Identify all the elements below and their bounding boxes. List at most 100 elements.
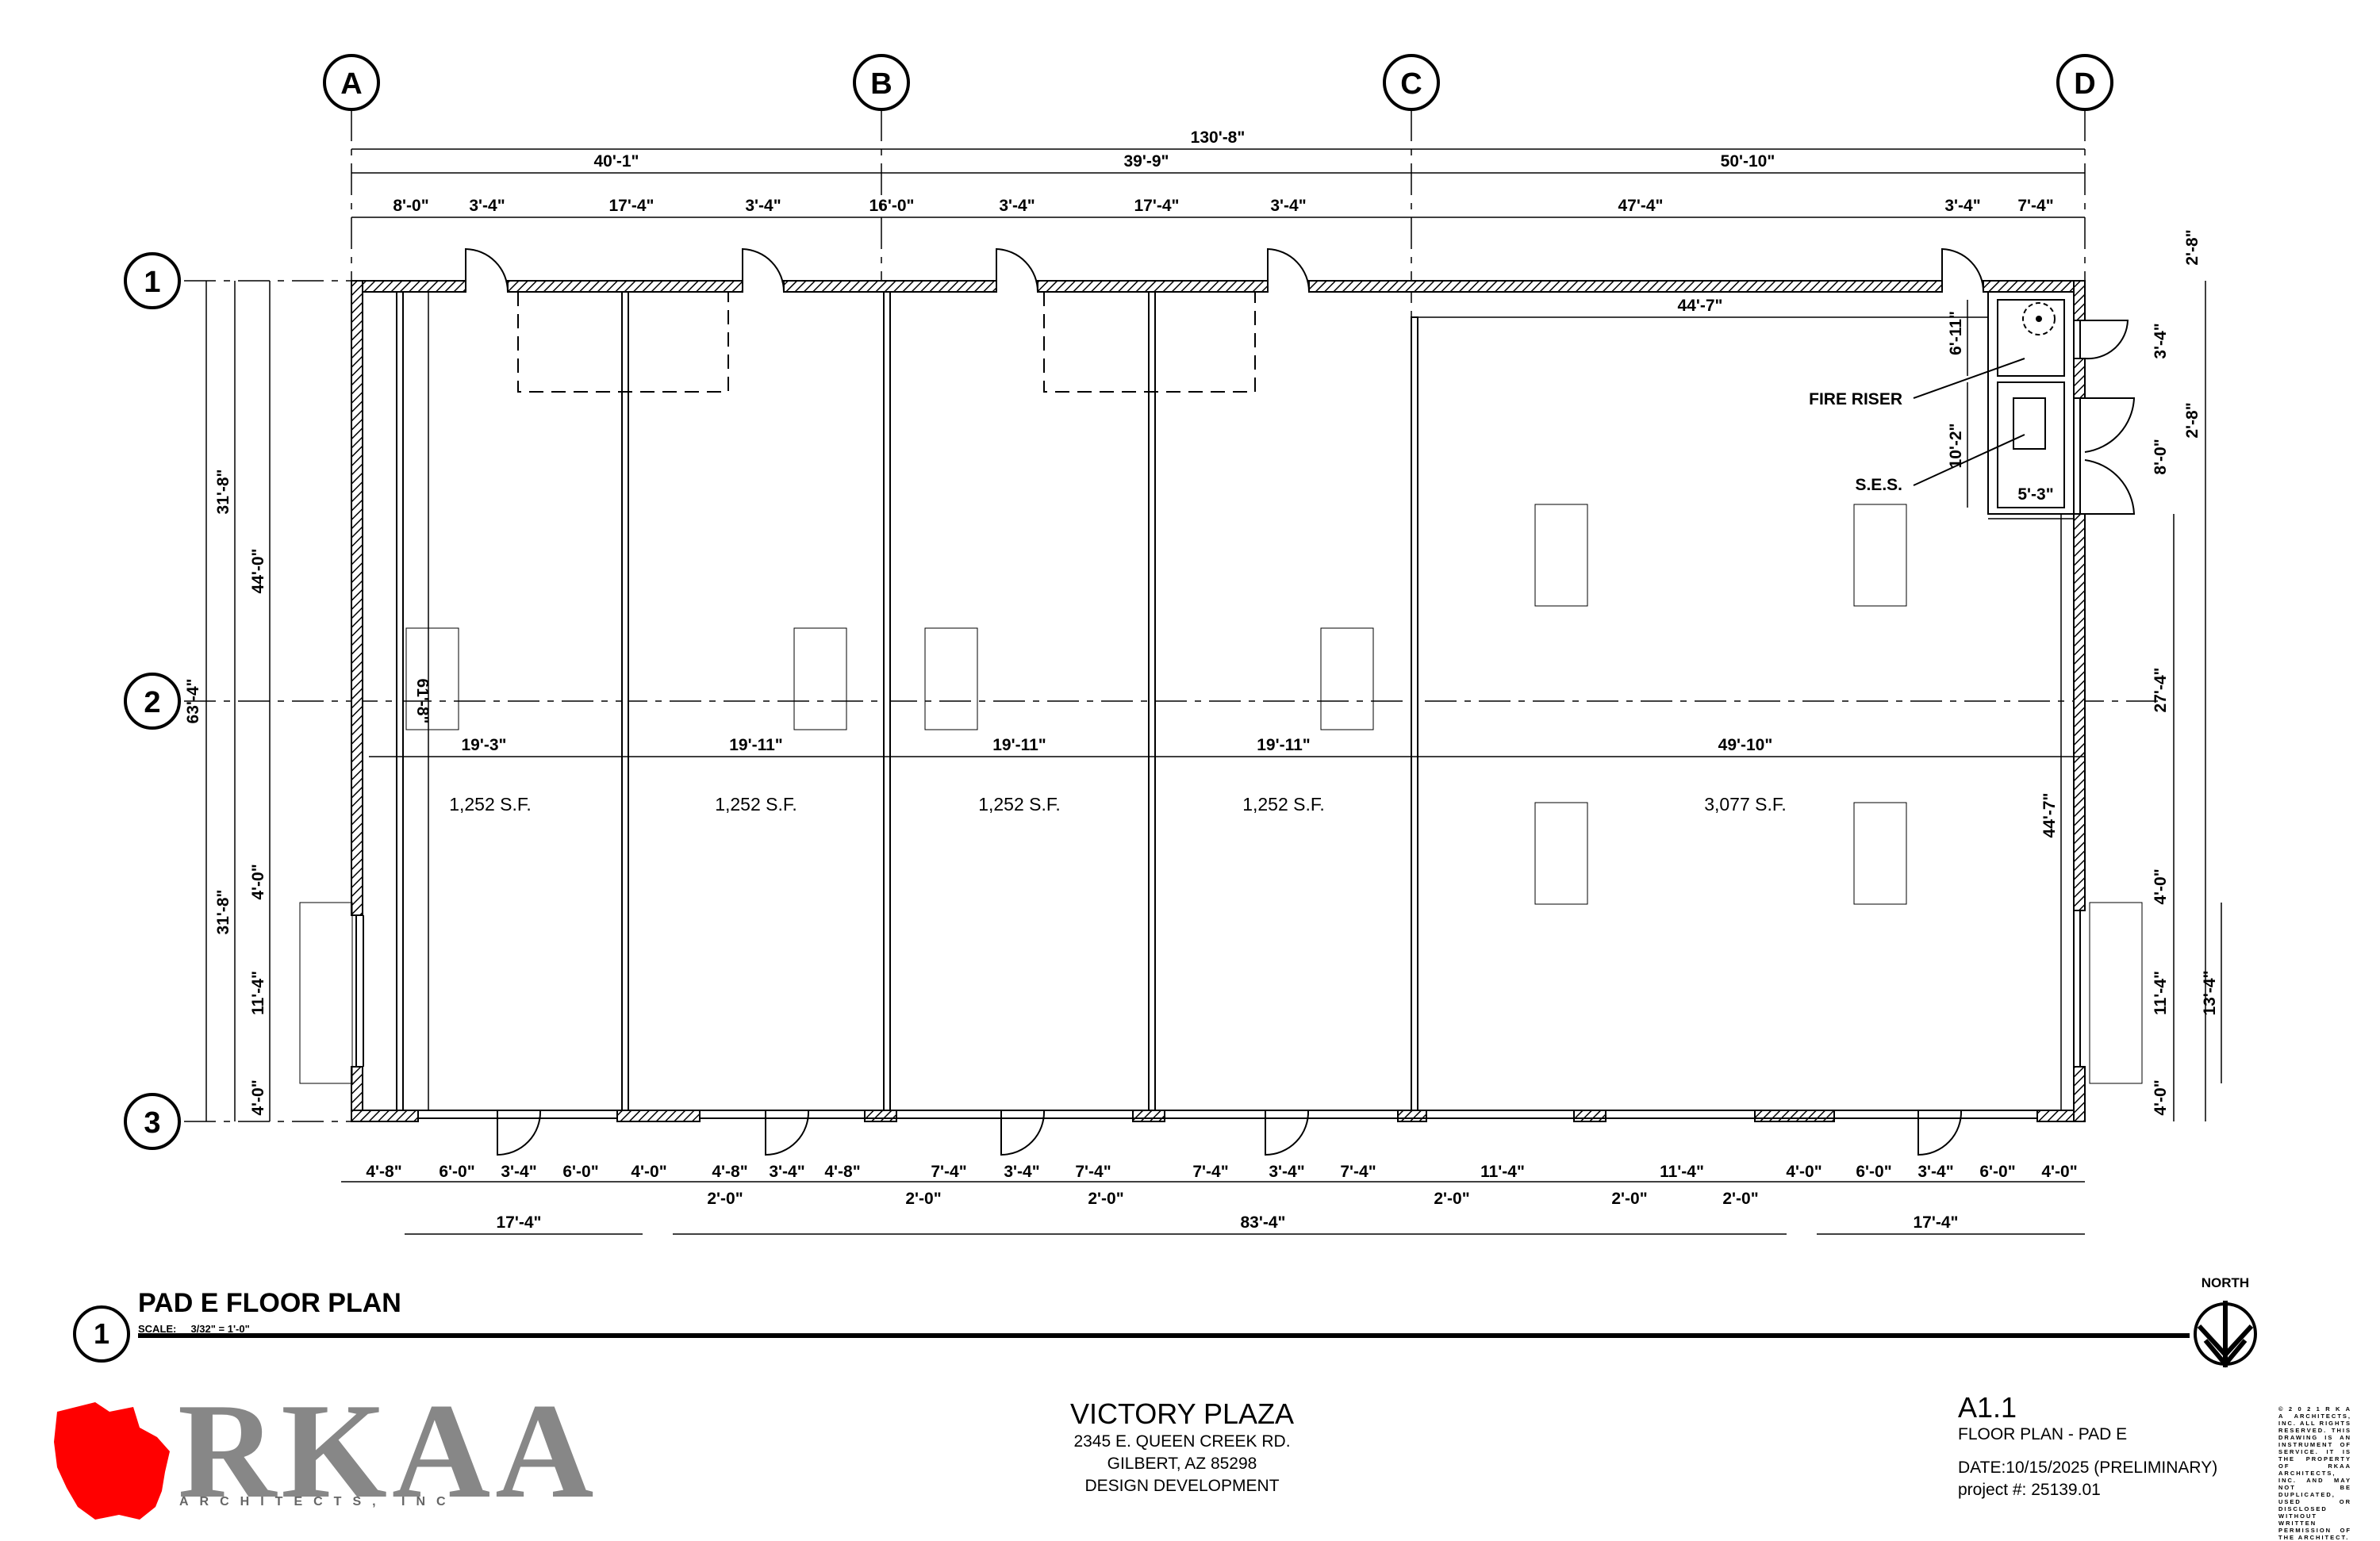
dim-bottom: 6'-0" — [562, 1163, 598, 1181]
grid-bubble-c: C — [1383, 54, 1440, 111]
dim-bottom-sub: 2'-0" — [707, 1190, 743, 1208]
dim-right: 4'-0" — [2152, 1079, 2170, 1115]
north-label: NORTH — [2201, 1275, 2250, 1290]
project-address2: GILBERT, AZ 85298 — [1107, 1455, 1257, 1473]
drawing-title: PAD E FLOOR PLAN — [138, 1288, 401, 1318]
grid-bubble-3: 3 — [124, 1093, 181, 1150]
dim-suite-width: 19'-11" — [729, 736, 783, 754]
leader-lines — [1913, 358, 2025, 486]
sheet-title: FLOOR PLAN - PAD E — [1958, 1425, 2128, 1443]
vertical-dimension-text: 63'-4" 31'-8" 31'-8" 44'-0" 4'-0" 11'-4"… — [184, 229, 2219, 1115]
suite-area: 1,252 S.F. — [715, 794, 797, 815]
dim-right: 2'-8" — [2183, 229, 2202, 265]
dim-right: 3'-4" — [2152, 323, 2170, 358]
company-logo: RKAA ARCHITECTS, INC — [54, 1383, 593, 1527]
grid-bubble-1: 1 — [124, 252, 181, 309]
dim-top: 3'-4" — [1270, 197, 1306, 215]
grid-bubble-2: 2 — [124, 673, 181, 730]
dim-bottom: 7'-4" — [1340, 1163, 1376, 1181]
dim-bay-cd: 50'-10" — [1721, 152, 1775, 171]
dim-top: 7'-4" — [2017, 197, 2053, 215]
dim-bottom: 3'-4" — [769, 1163, 804, 1181]
logo-text: RKAA — [178, 1376, 599, 1527]
suite-areas: 1,252 S.F. 1,252 S.F. 1,252 S.F. 1,252 S… — [449, 794, 1787, 815]
suite-area: 3,077 S.F. — [1704, 794, 1787, 815]
dim-bottom-overall: 17'-4" — [497, 1213, 542, 1232]
dim-right: 27'-4" — [2152, 668, 2170, 713]
copyright-notice: © 2 0 2 1 R K A A ARCHITECTS, INC. ALL R… — [2278, 1405, 2351, 1541]
dim-bottom: 3'-4" — [1004, 1163, 1039, 1181]
dim-top: 3'-4" — [745, 197, 781, 215]
electrical-room — [1987, 291, 2075, 515]
dim-bay-bc: 39'-9" — [1124, 152, 1169, 171]
room-notes: FIRE RISER S.E.S. — [1809, 390, 1902, 494]
dim-overall: 130'-8" — [1191, 128, 1246, 147]
note-ses: S.E.S. — [1855, 476, 1902, 494]
skylights — [299, 504, 2143, 1084]
dim-top: 17'-4" — [609, 197, 654, 215]
dim-top: 47'-4" — [1618, 197, 1664, 215]
grid-bubble-d: D — [2056, 54, 2113, 111]
dim-bottom: 11'-4" — [1660, 1163, 1704, 1181]
dim-bottom: 4'-8" — [366, 1163, 401, 1181]
project-address1: 2345 E. QUEEN CREEK RD. — [1073, 1432, 1291, 1451]
grid-bubble-b: B — [853, 54, 910, 111]
dim-bay-ab: 40'-1" — [594, 152, 639, 171]
dim-inner-depth-right: 44'-7" — [2040, 793, 2059, 838]
dim-bottom-overall: 83'-4" — [1241, 1213, 1286, 1232]
north-indicator: NORTH — [2190, 1275, 2261, 1291]
dim-left-tall: 44'-0" — [249, 549, 267, 594]
dim-top: 17'-4" — [1134, 197, 1180, 215]
dim-left-c: 4'-0" — [249, 1079, 267, 1115]
dim-suite-width: 49'-10" — [1718, 736, 1773, 754]
dim-left-b: 11'-4" — [249, 971, 267, 1015]
dim-top: 8'-0" — [393, 197, 428, 215]
grid-label: A — [340, 67, 362, 101]
dim-left-a: 4'-0" — [249, 864, 267, 899]
sheet-info: A1.1 FLOOR PLAN - PAD E DATE:10/15/2025 … — [1958, 1392, 2217, 1501]
dim-left-lower: 31'-8" — [214, 890, 232, 935]
dim-ses-width: 44'-7" — [1678, 297, 1723, 315]
project-info: VICTORY PLAZA 2345 E. QUEEN CREEK RD. GI… — [1031, 1397, 1333, 1497]
grid-label: C — [1400, 67, 1422, 101]
dim-bottom-sub: 2'-0" — [1088, 1190, 1123, 1208]
scale-label: SCALE: — [138, 1323, 177, 1335]
dim-suite-width: 19'-3" — [462, 736, 507, 754]
dim-bottom: 3'-4" — [1917, 1163, 1953, 1181]
dim-bottom: 6'-0" — [1979, 1163, 2015, 1181]
project-number: project #: 25139.01 — [1958, 1481, 2101, 1499]
suite-area: 1,252 S.F. — [449, 794, 532, 815]
grid-bubble-a: A — [323, 54, 380, 111]
dim-top: 3'-4" — [1944, 197, 1980, 215]
dim-bottom: 4'-8" — [712, 1163, 747, 1181]
scale-value: 3/32" = 1'-0" — [190, 1323, 250, 1335]
logo-subtitle: ARCHITECTS, INC — [179, 1495, 457, 1508]
sheet-date: DATE:10/15/2025 (PRELIMINARY) — [1958, 1459, 2218, 1477]
north-arrow-icon — [2194, 1301, 2257, 1368]
dim-bottom: 4'-8" — [824, 1163, 860, 1181]
doors — [465, 247, 2136, 1156]
dim-left-upper: 31'-8" — [214, 470, 232, 515]
dim-ses-depth: 5'-3" — [2017, 485, 2053, 504]
project-phase: DESIGN DEVELOPMENT — [1084, 1477, 1280, 1495]
dim-suite-width: 19'-11" — [1257, 736, 1311, 754]
suite-area: 1,252 S.F. — [1242, 794, 1325, 815]
dim-bottom: 11'-4" — [1480, 1163, 1525, 1181]
dim-right: 4'-0" — [2152, 868, 2170, 904]
drawing-scale: SCALE: 3/32" = 1'-0" — [138, 1323, 250, 1335]
dimension-lines — [205, 148, 2222, 1235]
dim-bottom: 3'-4" — [501, 1163, 536, 1181]
dim-suite-width: 19'-11" — [992, 736, 1046, 754]
dim-bottom: 7'-4" — [931, 1163, 966, 1181]
dim-bottom: 6'-0" — [1856, 1163, 1891, 1181]
suite-area: 1,252 S.F. — [978, 794, 1061, 815]
drawing-number: 1 — [73, 1305, 130, 1363]
dim-bottom: 7'-4" — [1075, 1163, 1111, 1181]
dim-ses-height: 10'-2" — [1947, 424, 1965, 469]
grid-label: 3 — [144, 1106, 160, 1140]
storefront-lines — [355, 320, 2081, 1119]
grid-label: 2 — [144, 686, 160, 719]
dim-inner-depth-left: 61'-8" — [413, 679, 432, 724]
dim-bottom-sub: 2'-0" — [1722, 1190, 1758, 1208]
dim-bottom: 4'-0" — [1786, 1163, 1821, 1181]
